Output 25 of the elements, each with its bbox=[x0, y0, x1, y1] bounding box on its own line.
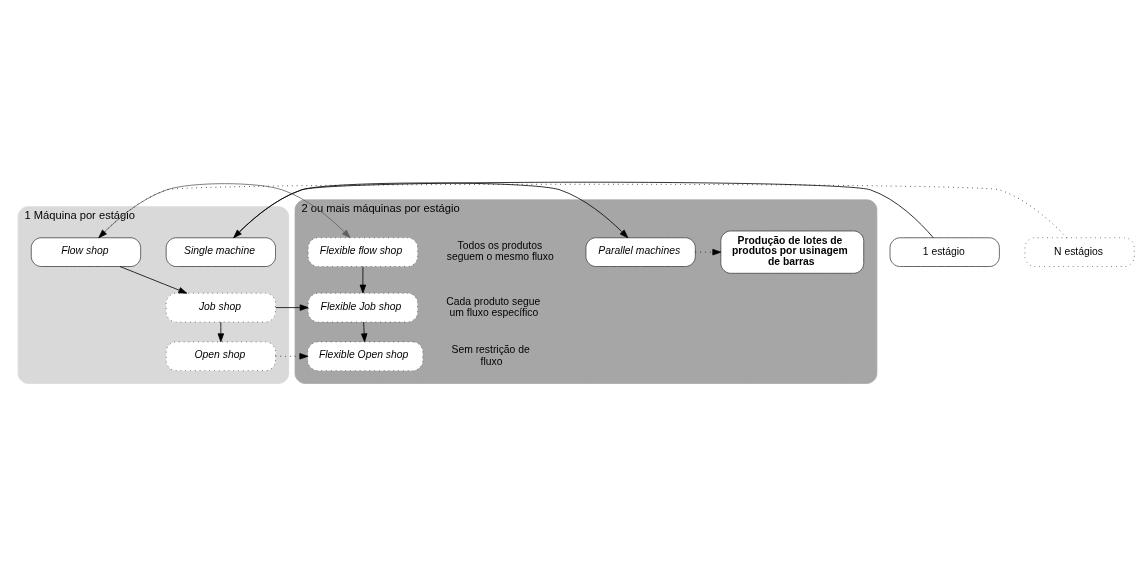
arrow bbox=[695, 248, 722, 256]
arrow bbox=[359, 266, 367, 294]
node-box: 1 estágio bbox=[889, 237, 1000, 267]
node-box: Flow shop bbox=[30, 237, 142, 267]
node-label: Cada produto segue um fluxo específico bbox=[446, 295, 541, 318]
node-box: Job shop bbox=[165, 292, 276, 323]
arrow bbox=[119, 266, 188, 294]
node-box: Flexible Open shop bbox=[307, 341, 424, 372]
arrow bbox=[275, 353, 309, 360]
node-label: Todos os produtos seguem o mesmo fluxo bbox=[446, 240, 554, 263]
node-box: N estágios bbox=[1024, 237, 1135, 267]
node-box: Flexible flow shop bbox=[307, 237, 418, 267]
arrow bbox=[275, 304, 309, 311]
node-box: Single machine bbox=[165, 237, 276, 267]
node-box: Parallel machines bbox=[585, 237, 696, 267]
arrow bbox=[98, 183, 1068, 239]
arrow bbox=[361, 321, 368, 343]
arrow bbox=[217, 321, 225, 343]
arrow bbox=[233, 182, 629, 239]
node-box: Flexible Job shop bbox=[307, 292, 418, 323]
node-box: Open shop bbox=[165, 341, 276, 372]
arrow bbox=[233, 181, 934, 239]
arrow bbox=[98, 183, 351, 239]
node-box: Produção de lotes de produtos por usinagem de barras bbox=[720, 230, 865, 274]
node-label: Sem restrição de fluxo bbox=[451, 344, 530, 367]
